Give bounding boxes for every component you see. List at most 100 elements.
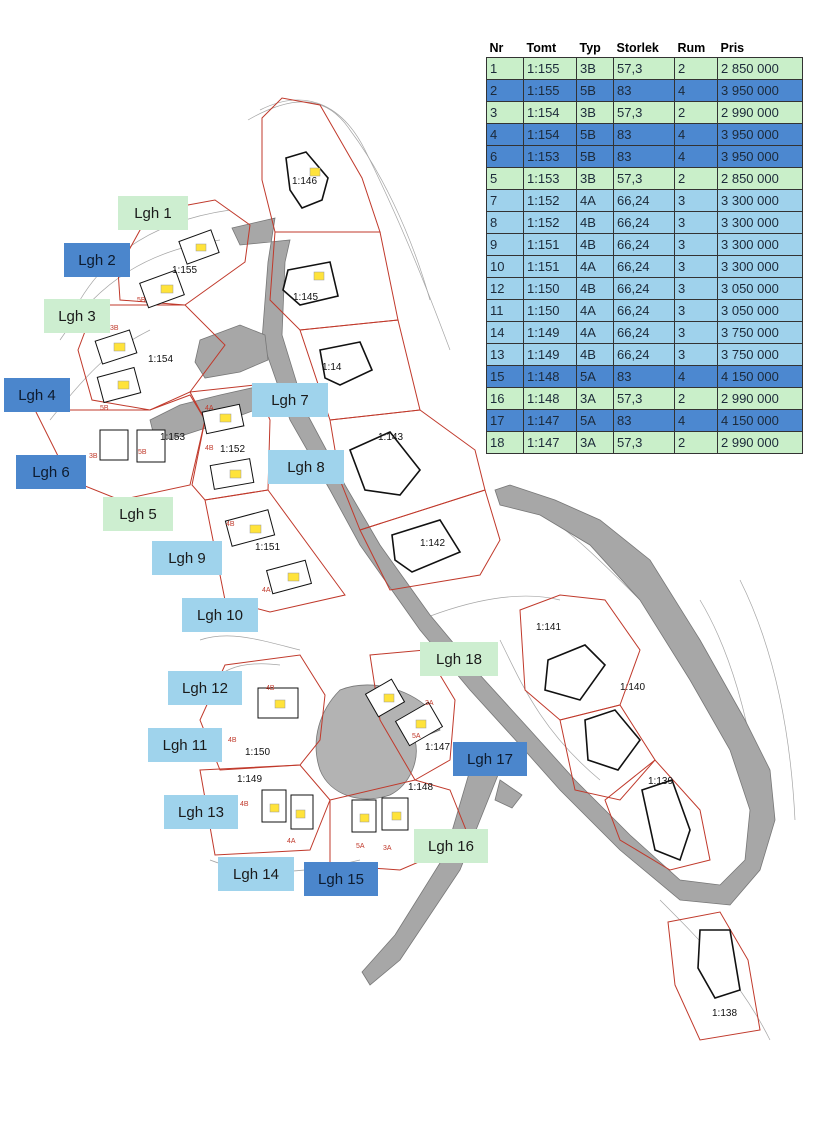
unit-type-label: 3B [89,453,98,460]
plot-number-label: 1:146 [292,176,317,187]
unit-type-label: 5A [412,733,421,740]
plot-number-label: 1:140 [620,682,645,693]
table-cell-pris: 4 150 000 [717,365,803,388]
apartment-label: Lgh 9 [152,541,222,575]
table-cell-pris: 3 050 000 [717,299,803,322]
header-pris: Pris [717,40,803,58]
table-cell-rum: 2 [674,57,718,80]
table-cell-rum: 3 [674,277,718,300]
apartment-label: Lgh 1 [118,196,188,230]
table-cell-rum: 3 [674,343,718,366]
apartment-label: Lgh 10 [182,598,258,632]
table-cell-tomt: 1:153 [523,145,577,168]
table-cell-pris: 3 300 000 [717,255,803,278]
table-cell-typ: 3A [576,387,614,410]
unit-type-label: 5B [137,297,146,304]
table-cell-nr: 2 [486,79,524,102]
table-cell-tomt: 1:155 [523,79,577,102]
table-cell-rum: 2 [674,431,718,454]
plot-number-label: 1:14 [322,362,342,373]
unit-type-label: 4A [287,838,296,845]
table-cell-pris: 2 850 000 [717,57,803,80]
header-nr: Nr [486,40,524,58]
apartment-label: Lgh 11 [148,728,222,762]
table-cell-storlek: 57,3 [613,167,675,190]
table-cell-tomt: 1:151 [523,233,577,256]
table-cell-nr: 9 [486,233,524,256]
table-cell-typ: 4A [576,299,614,322]
table-cell-storlek: 66,24 [613,321,675,344]
plot-number-labels: 1:1461:1551:1451:1541:141:1531:1521:1431… [148,176,737,1019]
table-cell-typ: 5A [576,409,614,432]
table-cell-rum: 3 [674,211,718,234]
table-cell-pris: 2 990 000 [717,101,803,124]
unit-type-label: 5A [356,843,365,850]
table-cell-storlek: 57,3 [613,57,675,80]
plot-number-label: 1:150 [245,747,270,758]
unit-type-label: 4B [240,801,249,808]
table-cell-tomt: 1:152 [523,211,577,234]
table-cell-pris: 3 950 000 [717,79,803,102]
table-cell-typ: 4A [576,255,614,278]
plot-number-label: 1:154 [148,354,173,365]
table-cell-typ: 4A [576,189,614,212]
table-cell-storlek: 83 [613,409,675,432]
apartment-label: Lgh 3 [44,299,110,333]
table-cell-typ: 5A [576,365,614,388]
table-cell-typ: 4B [576,277,614,300]
apartment-label: Lgh 2 [64,243,130,277]
table-cell-rum: 3 [674,255,718,278]
table-cell-nr: 4 [486,123,524,146]
apartment-label: Lgh 7 [252,383,328,417]
table-cell-storlek: 66,24 [613,233,675,256]
plot-number-label: 1:138 [712,1008,737,1019]
table-cell-rum: 2 [674,387,718,410]
unit-type-label: 4A [205,405,214,412]
unit-type-label: 4B [205,445,214,452]
table-cell-storlek: 57,3 [613,101,675,124]
table-cell-typ: 5B [576,145,614,168]
table-cell-pris: 3 750 000 [717,321,803,344]
table-cell-nr: 12 [486,277,524,300]
table-cell-typ: 3A [576,431,614,454]
table-cell-pris: 2 990 000 [717,387,803,410]
table-cell-nr: 17 [486,409,524,432]
plot-number-label: 1:147 [425,742,450,753]
plot-number-label: 1:141 [536,622,561,633]
table-cell-nr: 11 [486,299,524,322]
table-cell-typ: 4B [576,233,614,256]
header-typ: Typ [576,40,614,58]
table-cell-rum: 3 [674,233,718,256]
unit-type-label: 4B [226,521,235,528]
plot-number-label: 1:152 [220,444,245,455]
apartment-label: Lgh 14 [218,857,294,891]
apartment-label: Lgh 12 [168,671,242,705]
apartment-label: Lgh 13 [164,795,238,829]
table-cell-nr: 13 [486,343,524,366]
table-cell-tomt: 1:151 [523,255,577,278]
header-storlek: Storlek [613,40,675,58]
table-cell-storlek: 83 [613,79,675,102]
plot-number-label: 1:153 [160,432,185,443]
unit-type-label: 5B [138,449,147,456]
apartment-label: Lgh 5 [103,497,173,531]
table-cell-typ: 4A [576,321,614,344]
apartment-label: Lgh 15 [304,862,378,896]
table-cell-tomt: 1:149 [523,343,577,366]
unit-type-label: 3A [383,845,392,852]
table-cell-pris: 3 300 000 [717,189,803,212]
table-cell-nr: 1 [486,57,524,80]
apartment-label: Lgh 18 [420,642,498,676]
table-cell-storlek: 83 [613,365,675,388]
table-cell-storlek: 66,24 [613,211,675,234]
plot-number-label: 1:155 [172,265,197,276]
table-cell-nr: 7 [486,189,524,212]
